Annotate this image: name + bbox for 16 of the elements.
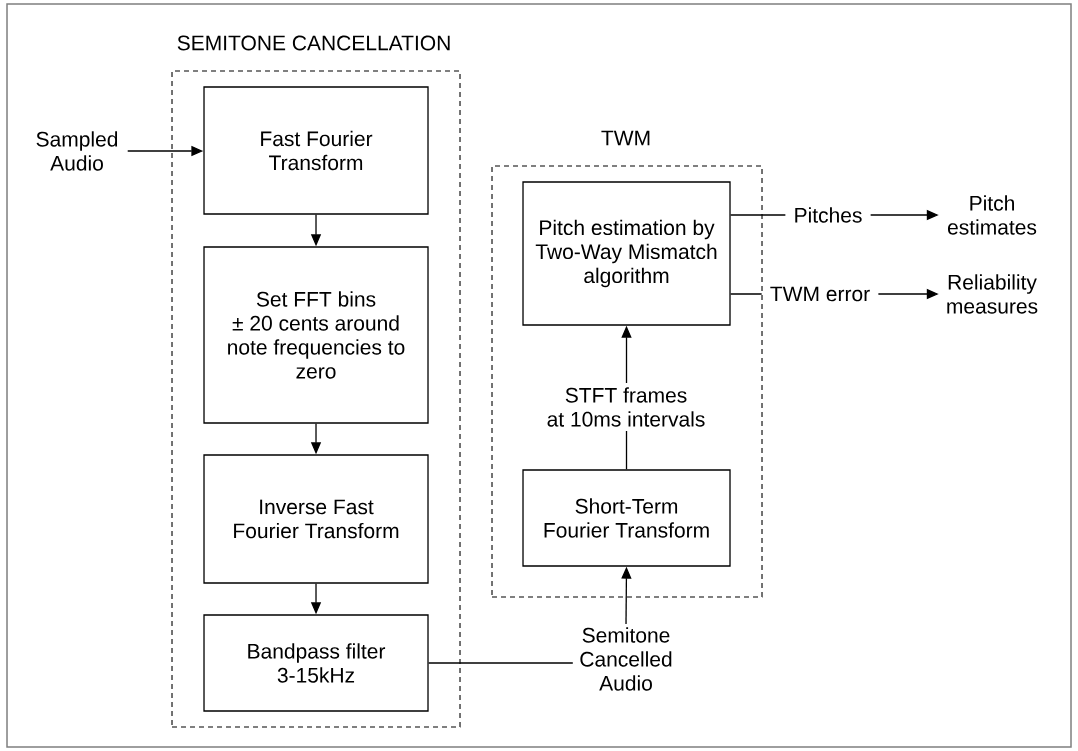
input-label: Sampled Audio [36,131,118,171]
signal-label: Semitone Cancelled Audio [580,627,672,691]
edge-label: TWM error [770,286,870,302]
output-label: Reliability measures [947,274,1038,314]
edge-label: Pitches [795,207,862,223]
connector-line [428,662,574,664]
process-box: Set FFT bins ± 20 cents around note frequencies to zero [203,246,429,424]
process-box: Inverse Fast Fourier Transform [203,454,429,584]
process-box: Pitch estimation by Two-Way Mismatch algorithm [522,181,731,326]
output-label: Pitch estimates [947,195,1037,235]
process-box: Bandpass filter 3-15kHz [203,614,429,712]
group-title: SEMITONE CANCELLATION [177,35,450,51]
edge-label: STFT frames at 10ms intervals [547,387,705,427]
group-title: TWM [601,130,650,146]
process-box: Short-Term Fourier Transform [522,469,731,567]
process-box: Fast Fourier Transform [203,86,429,215]
